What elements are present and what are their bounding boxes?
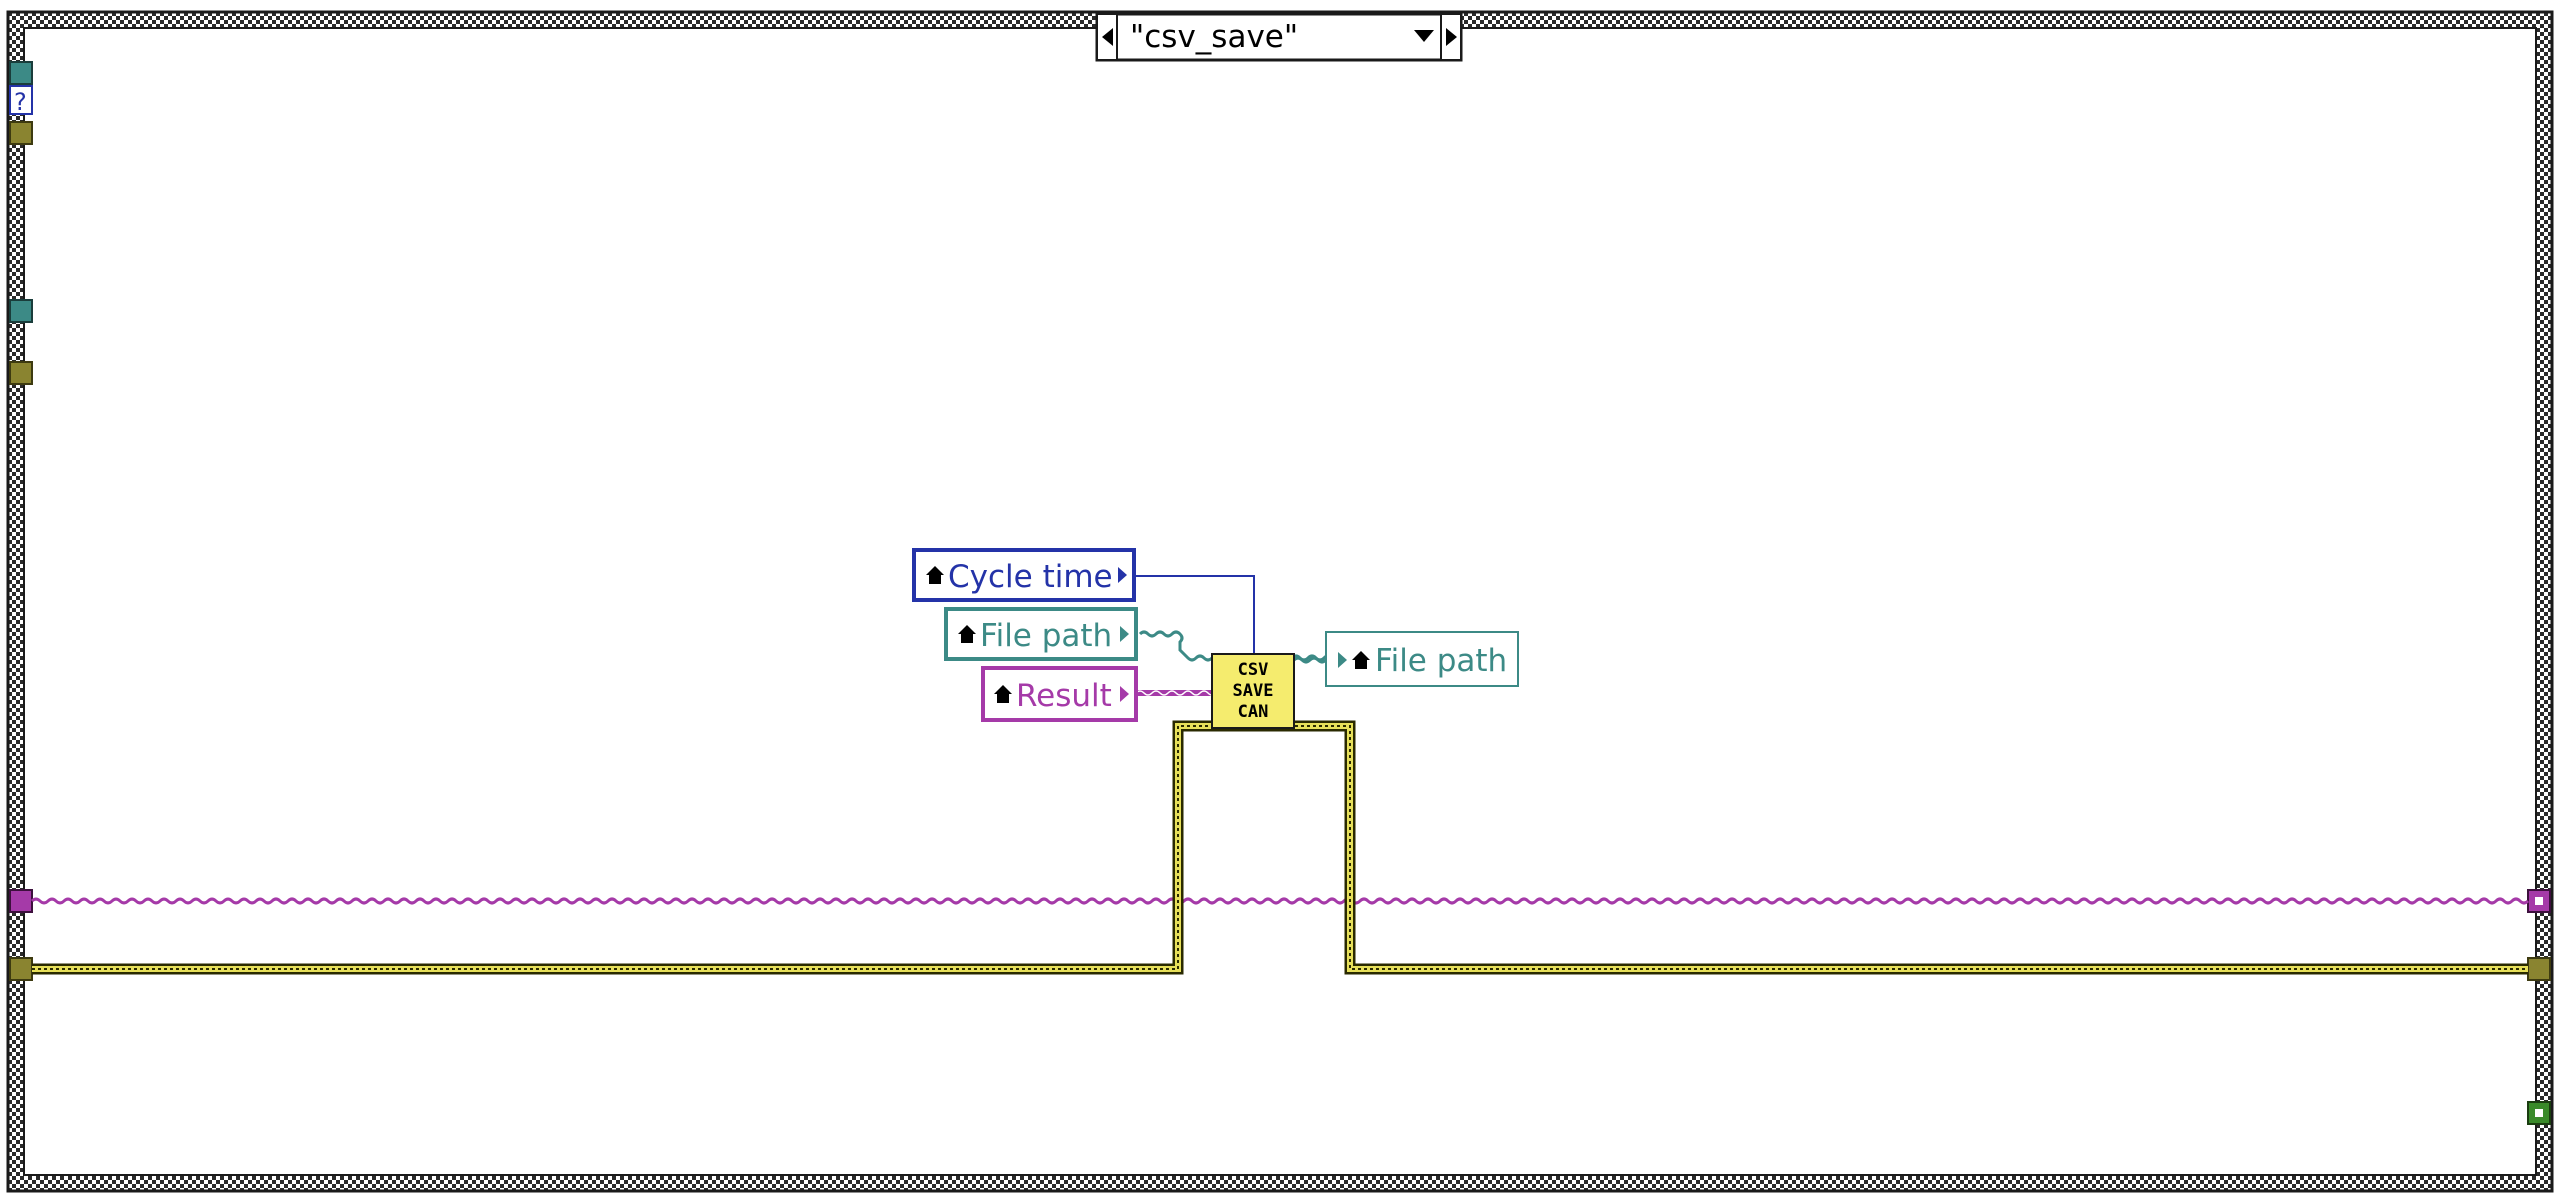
local-variable-file-path-write-label: File path xyxy=(1375,643,1507,679)
tunnel-green-right[interactable] xyxy=(2527,1101,2551,1125)
subvi-line-3: CAN xyxy=(1238,702,1269,722)
file-path-out-wire[interactable] xyxy=(1292,656,1328,664)
triangle-right-icon xyxy=(1338,652,1347,668)
tunnel-purple-right[interactable] xyxy=(2527,889,2551,913)
tunnel-error-right[interactable] xyxy=(2527,957,2551,981)
result-wire-through[interactable] xyxy=(30,897,2530,905)
tunnel-teal-1[interactable] xyxy=(9,61,33,85)
triangle-right-icon xyxy=(1120,626,1129,642)
tunnel-error-left[interactable] xyxy=(9,957,33,981)
cycle-time-wire[interactable] xyxy=(1136,575,1255,654)
triangle-down-icon[interactable] xyxy=(1414,30,1434,42)
house-icon xyxy=(958,625,976,643)
local-variable-file-path-read-label: File path xyxy=(980,618,1112,654)
case-structure-frame[interactable] xyxy=(6,10,2554,1193)
tunnel-teal-2[interactable] xyxy=(9,299,33,323)
subvi-line-1: CSV xyxy=(1238,660,1269,680)
house-icon xyxy=(1352,651,1370,669)
local-variable-result-label: Result xyxy=(1016,678,1112,714)
tunnel-olive-1[interactable] xyxy=(9,121,33,145)
triangle-right-icon[interactable] xyxy=(1446,28,1457,46)
case-selector-terminal[interactable]: ? xyxy=(9,85,33,116)
result-wire-in[interactable] xyxy=(1135,690,1215,696)
house-icon xyxy=(926,566,944,584)
local-variable-result[interactable]: Result xyxy=(981,666,1138,722)
triangle-right-icon xyxy=(1118,567,1127,583)
house-icon xyxy=(994,685,1012,703)
local-variable-cycle-time-label: Cycle time xyxy=(948,559,1113,595)
case-selector-label: "csv_save" xyxy=(1130,19,1298,55)
triangle-left-icon[interactable] xyxy=(1102,28,1113,46)
local-variable-file-path-read[interactable]: File path xyxy=(944,607,1138,661)
subvi-csv-save-can[interactable]: CSV SAVE CAN xyxy=(1211,653,1295,729)
left-tunnels: ? xyxy=(9,61,33,981)
case-selector[interactable]: "csv_save" xyxy=(1095,12,1463,62)
question-tunnel-label: ? xyxy=(14,88,27,116)
local-variable-cycle-time[interactable]: Cycle time xyxy=(912,548,1136,602)
local-variable-file-path-write[interactable]: File path xyxy=(1325,631,1519,687)
tunnel-olive-2[interactable] xyxy=(9,361,33,385)
triangle-right-icon xyxy=(1120,686,1129,702)
tunnel-purple-left[interactable] xyxy=(9,889,33,913)
subvi-line-2: SAVE xyxy=(1233,681,1274,701)
